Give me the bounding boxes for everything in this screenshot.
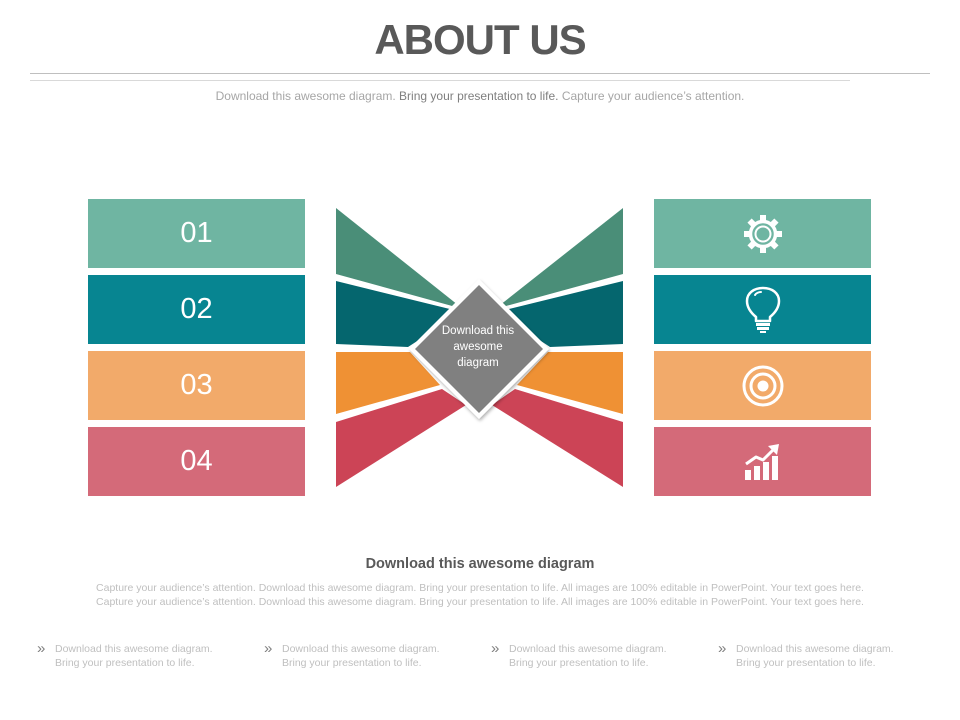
- right-wing-segment-3: [517, 352, 623, 414]
- right-box-target: [654, 351, 871, 420]
- left-wing-segment-4: [336, 389, 466, 487]
- left-wing-segment-3: [336, 352, 440, 414]
- chevron-double-right-icon: »: [491, 640, 500, 657]
- bullet-line-1: Download this awesome diagram.: [509, 643, 667, 655]
- bullet-text: Download this awesome diagram. Bring you…: [509, 642, 694, 670]
- title-divider-short: [30, 80, 850, 81]
- center-label-line-2: awesome: [453, 341, 503, 353]
- center-label-line-1: Download this: [441, 325, 515, 337]
- left-wing-segment-1: [336, 208, 463, 309]
- gear-icon: [743, 214, 783, 254]
- box-number: 01: [180, 217, 213, 249]
- bullet-text: Download this awesome diagram. Bring you…: [282, 642, 467, 670]
- subtitle-part-1: Download this awesome diagram.: [215, 89, 396, 103]
- bullet-line-1: Download this awesome diagram.: [736, 643, 894, 655]
- subtitle-part-2: Bring your presentation to life.: [399, 89, 559, 103]
- bullet-line-2: Bring your presentation to life.: [736, 657, 876, 669]
- box-number: 04: [180, 445, 213, 477]
- bullet-line-1: Download this awesome diagram.: [55, 643, 213, 655]
- right-box-growth: [654, 427, 871, 496]
- lightbulb-icon: [743, 286, 783, 334]
- right-box-gear: [654, 199, 871, 268]
- bullet-line-2: Bring your presentation to life.: [509, 657, 649, 669]
- bullet-line-2: Bring your presentation to life.: [55, 657, 195, 669]
- left-box-01: 01: [88, 199, 305, 268]
- growth-chart-icon: [743, 442, 783, 482]
- left-box-02: 02: [88, 275, 305, 344]
- chevron-double-right-icon: »: [37, 640, 46, 657]
- page-title: ABOUT US: [374, 16, 586, 63]
- right-box-lightbulb: [654, 275, 871, 344]
- section-heading: Download this awesome diagram: [365, 556, 595, 572]
- box-number: 03: [180, 369, 213, 401]
- right-wing-segment-4: [492, 389, 623, 487]
- center-label-line-3: diagram: [457, 357, 499, 369]
- subtitle-part-3: Capture your audience’s attention.: [561, 89, 745, 103]
- box-number: 02: [180, 293, 213, 325]
- left-box-04: 04: [88, 427, 305, 496]
- bullet-text: Download this awesome diagram. Bring you…: [55, 642, 240, 670]
- subtitle: Download this awesome diagram. Bring you…: [0, 89, 960, 103]
- target-icon: [741, 364, 785, 408]
- bullet-line-1: Download this awesome diagram.: [282, 643, 440, 655]
- left-box-03: 03: [88, 351, 305, 420]
- bullet-text: Download this awesome diagram. Bring you…: [736, 642, 921, 670]
- chevron-double-right-icon: »: [264, 640, 273, 657]
- right-wing-segment-1: [495, 208, 623, 309]
- title-divider-long: [30, 73, 930, 74]
- chevron-double-right-icon: »: [718, 640, 727, 657]
- body-paragraph: Capture your audience’s attention. Downl…: [96, 582, 864, 608]
- center-diamond: [415, 285, 543, 413]
- bullet-line-2: Bring your presentation to life.: [282, 657, 422, 669]
- center-diamond-label: Download this awesome diagram: [430, 323, 526, 371]
